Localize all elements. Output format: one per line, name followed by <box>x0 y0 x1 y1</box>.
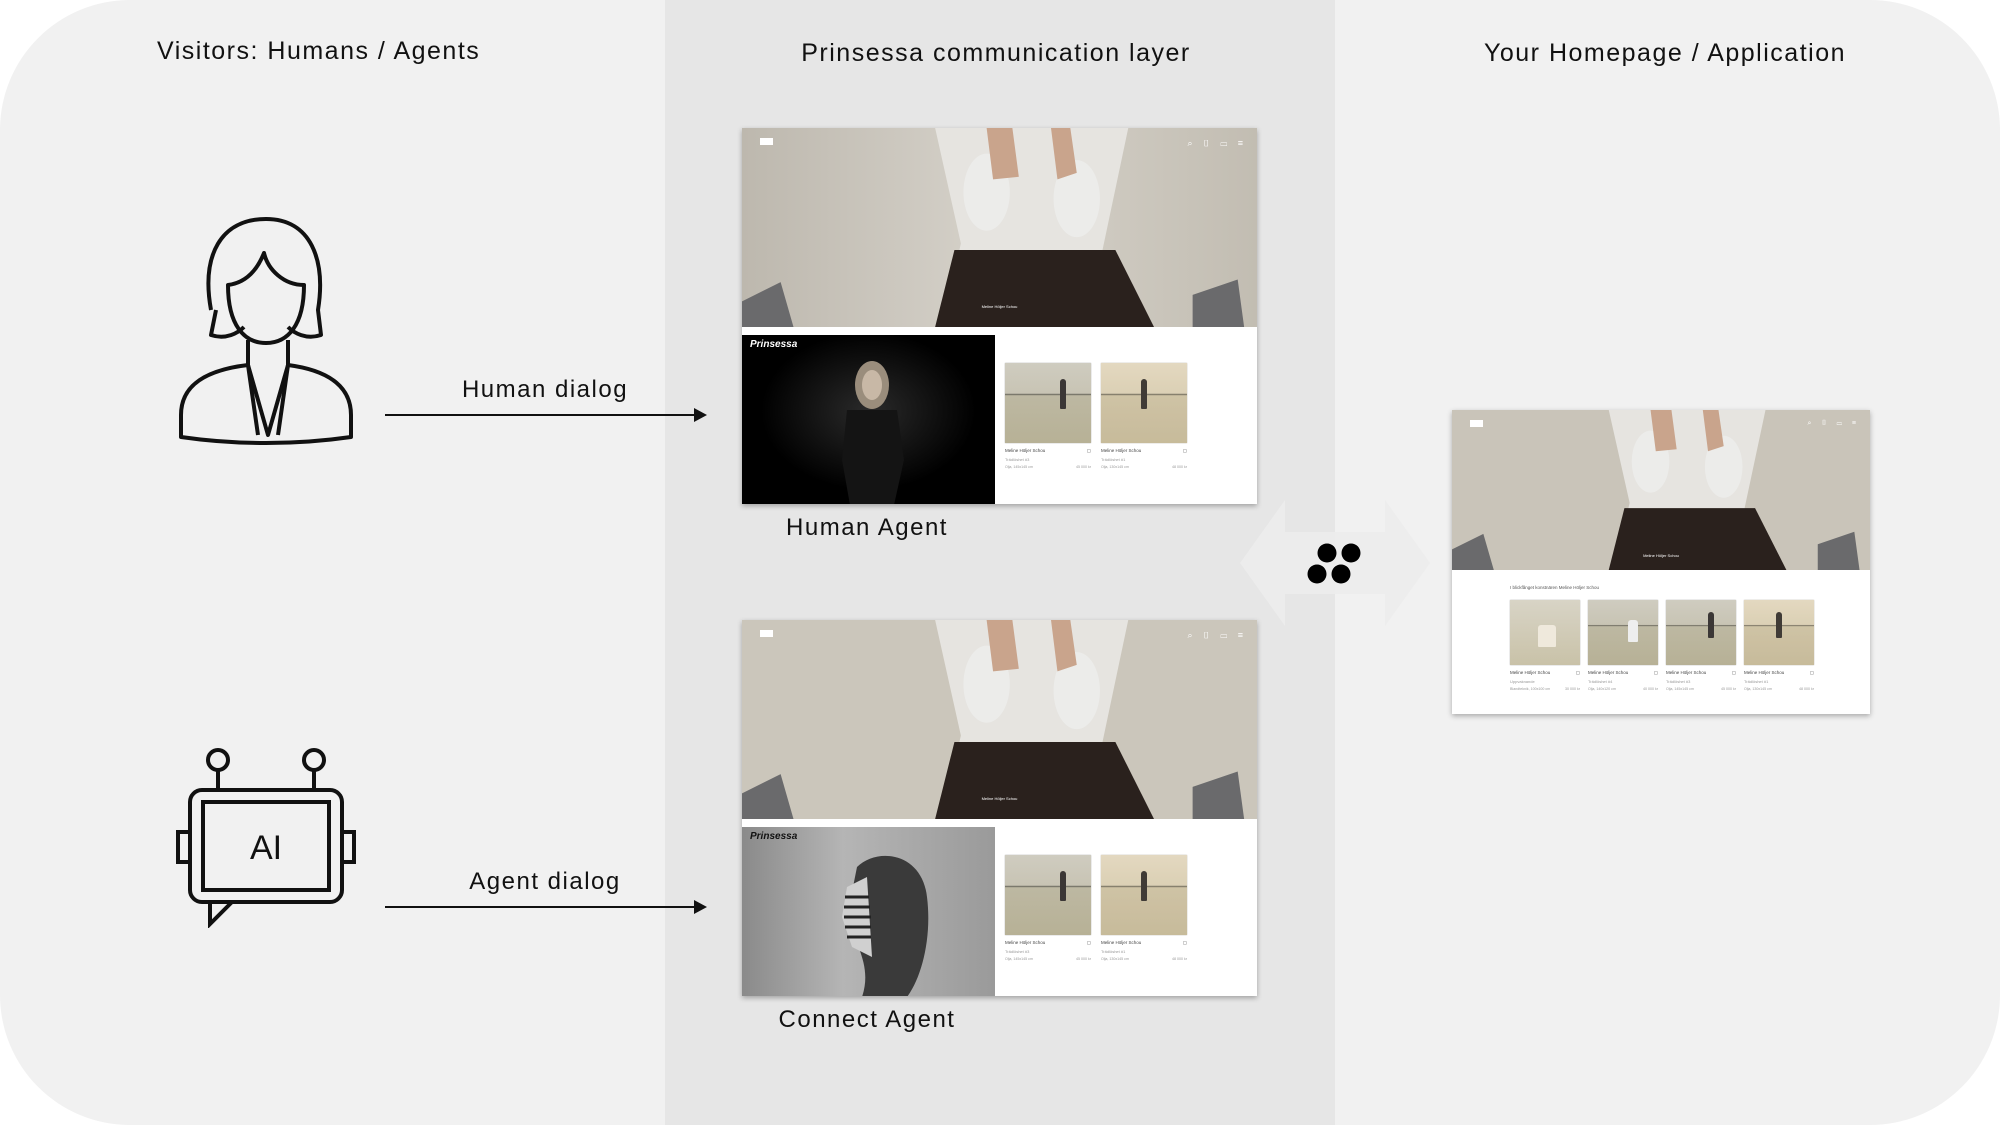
prinsessa-dots-icon <box>1307 543 1361 584</box>
human-dialog-arrow <box>385 408 707 422</box>
prinsessa-logo: Prinsessa <box>750 339 798 350</box>
section-title: I blickfånget konstnären Meline Höljer S… <box>1510 585 1600 590</box>
hero-caption: Meline Höljer Schou <box>981 796 1018 801</box>
layer-heading: Prinsessa communication layer <box>801 39 1191 67</box>
site-nav-icons[interactable]: ⌕ ▯ ▭ ≡ <box>1807 420 1860 427</box>
site-logo[interactable] <box>1470 420 1483 427</box>
human-agent-caption: Human Agent <box>786 514 948 541</box>
human-dialog-label: Human dialog <box>461 376 629 403</box>
connect-agent-screenshot: ⌕ ▯ ▭ ≡ Meline Höljer Schou Prinsessa Me… <box>742 620 1257 996</box>
ai-agent-icon: AI <box>176 748 356 928</box>
connect-agent-photo: Prinsessa <box>742 827 995 996</box>
prinsessa-logo: Prinsessa <box>750 831 798 842</box>
human-agent-screenshot: ⌕ ▯ ▭ ≡ Meline Höljer Schou Prinsessa Me… <box>742 128 1257 504</box>
connect-agent-caption: Connect Agent <box>778 1006 956 1033</box>
bidirectional-arrow-icon <box>1240 500 1430 626</box>
site-nav-icons[interactable]: ⌕ ▯ ▭ ≡ <box>1187 630 1247 640</box>
site-logo[interactable] <box>760 138 773 145</box>
hero-painting: ⌕ ▯ ▭ ≡ Meline Höljer Schou <box>742 128 1257 327</box>
site-logo[interactable] <box>760 630 773 637</box>
homepage-screenshot: ⌕ ▯ ▭ ≡ Meline Höljer Schou I blickfånge… <box>1452 410 1870 714</box>
hero-caption: Meline Höljer Schou <box>1643 553 1679 558</box>
hero-painting: ⌕ ▯ ▭ ≡ Meline Höljer Schou <box>742 620 1257 819</box>
human-visitor-icon <box>179 217 353 445</box>
visitors-heading: Visitors: Humans / Agents <box>157 37 481 65</box>
agent-dialog-arrow <box>385 900 707 914</box>
hero-caption: Meline Höljer Schou <box>981 304 1018 309</box>
homepage-heading: Your Homepage / Application <box>1483 39 1847 67</box>
agent-dialog-label: Agent dialog <box>469 868 621 895</box>
site-nav-icons[interactable]: ⌕ ▯ ▭ ≡ <box>1187 138 1247 148</box>
human-agent-photo: Prinsessa <box>742 335 995 504</box>
hero-painting: ⌕ ▯ ▭ ≡ Meline Höljer Schou <box>1452 410 1870 570</box>
ai-icon-text: AI <box>250 829 282 867</box>
